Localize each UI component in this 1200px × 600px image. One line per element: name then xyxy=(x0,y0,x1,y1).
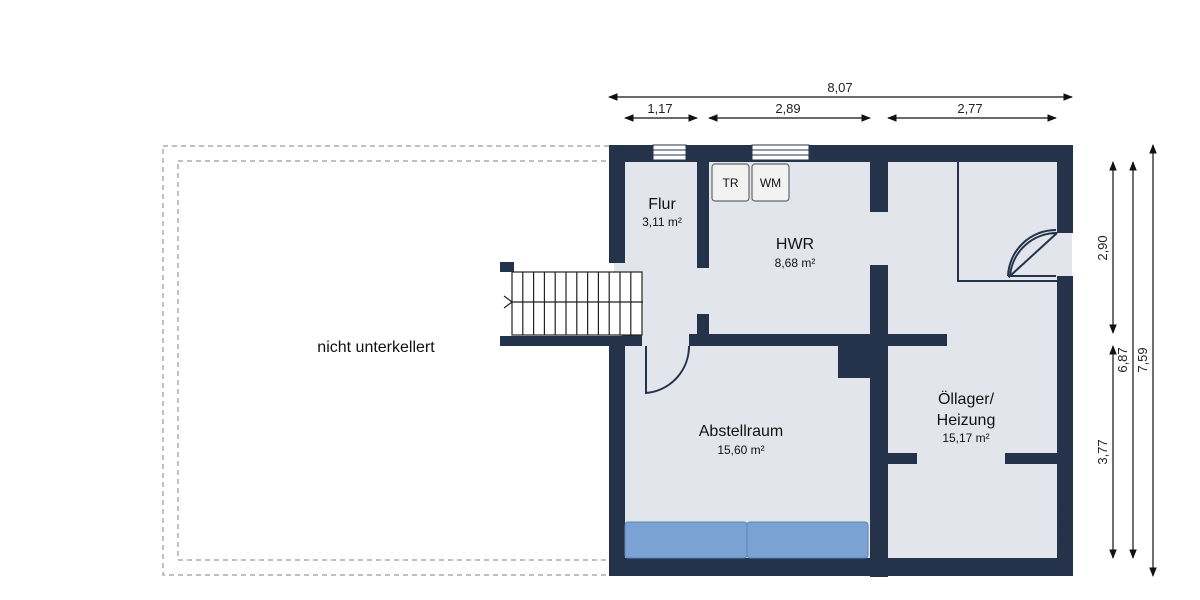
room-abstellraum: Abstellraum 15,60 m² xyxy=(699,423,783,457)
stairs xyxy=(503,271,643,336)
closet-lines xyxy=(957,160,1058,282)
room-area-oellager: 15,17 m² xyxy=(942,431,989,445)
unexcavated-area: nicht unterkellert xyxy=(162,145,612,576)
room-oellager: Öllager/ Heizung 15,17 m² xyxy=(937,390,996,445)
appliance-washing-machine: WM xyxy=(751,163,790,202)
room-hwr: HWR 8,68 m² xyxy=(775,236,816,270)
dimension-top-seg1: 1,17 xyxy=(647,101,672,116)
room-name-oellager-line2: Heizung xyxy=(937,412,996,429)
room-area-flur: 3,11 m² xyxy=(642,215,682,229)
dimension-right-2: 3,77 xyxy=(1095,439,1110,464)
dimension-lines-top xyxy=(608,93,1073,122)
room-flur: Flur 3,11 m² xyxy=(642,196,682,229)
room-name-abstellraum: Abstellraum xyxy=(699,423,783,440)
dimension-right-3: 6,87 xyxy=(1115,347,1130,372)
window-hwr xyxy=(751,144,810,161)
room-area-abstellraum: 15,60 m² xyxy=(717,443,764,457)
dimension-lines-right xyxy=(1109,144,1157,577)
windows xyxy=(652,144,810,161)
room-name-flur: Flur xyxy=(648,196,676,213)
dryer-label: TR xyxy=(723,176,739,190)
room-name-oellager-line1: Öllager/ xyxy=(938,390,995,408)
exterior-label: nicht unterkellert xyxy=(317,339,435,356)
onoffice-watermark: onOffice xyxy=(1056,503,1066,540)
dimension-top-seg2: 2,89 xyxy=(775,101,800,116)
walls xyxy=(500,145,1073,577)
room-area-hwr: 8,68 m² xyxy=(775,256,816,270)
window-flur xyxy=(652,144,687,161)
dimension-right-4: 7,59 xyxy=(1135,347,1150,372)
washing-machine-label: WM xyxy=(760,176,781,190)
door-swings xyxy=(645,228,1058,395)
dimension-top-total: 8,07 xyxy=(827,80,852,95)
dimension-top-seg3: 2,77 xyxy=(957,101,982,116)
storage-units xyxy=(624,521,869,559)
dimension-right-1: 2,90 xyxy=(1095,235,1110,260)
appliance-dryer: TR xyxy=(711,163,750,202)
room-name-hwr: HWR xyxy=(776,236,814,253)
